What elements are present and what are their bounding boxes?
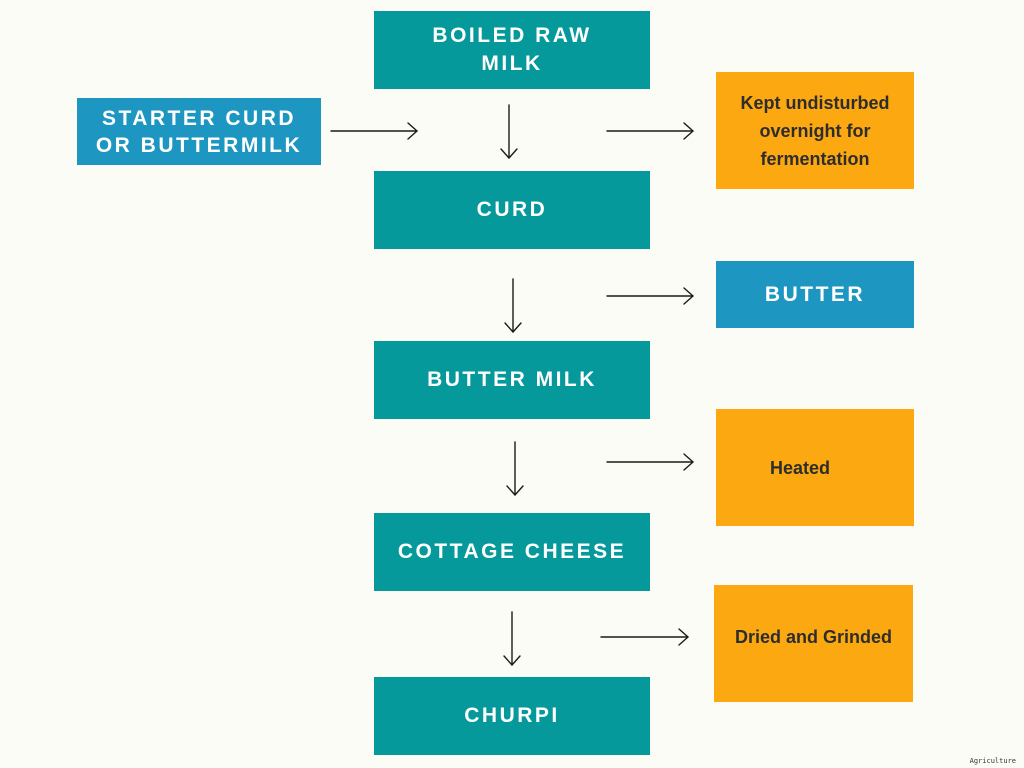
step-cottage-cheese-label: COTTAGE CHEESE: [397, 540, 627, 563]
note-fermentation-label: Kept undisturbed overnight for fermentat…: [740, 92, 890, 169]
note-heated: Heated: [716, 409, 914, 526]
watermark: Agriculture: [969, 757, 1016, 765]
arrow-right-to-butter: [606, 287, 694, 305]
step-churpi-label: CHURPI: [464, 704, 560, 727]
note-dried-grinded-label: Dried and Grinded: [734, 627, 893, 647]
arrow-down-curd-to-buttermilk: [504, 278, 522, 333]
note-dried-grinded: Dried and Grinded: [714, 585, 913, 702]
step-boiled-raw-milk-label: BOILED RAW MILK: [432, 24, 592, 75]
note-fermentation: Kept undisturbed overnight for fermentat…: [716, 72, 914, 189]
arrow-down-cheese-to-churpi: [503, 611, 521, 666]
step-curd-label: CURD: [476, 198, 548, 221]
input-starter-curd: STARTER CURD OR BUTTERMILK: [77, 98, 321, 165]
arrow-down-milk-to-curd: [500, 104, 518, 159]
input-starter-curd-label: STARTER CURD OR BUTTERMILK: [95, 106, 303, 157]
output-butter: BUTTER: [716, 261, 914, 328]
arrow-right-to-heated: [606, 453, 694, 471]
arrow-down-buttermilk-to-cheese: [506, 441, 524, 496]
step-curd: CURD: [374, 171, 650, 249]
step-cottage-cheese: COTTAGE CHEESE: [374, 513, 650, 591]
output-butter-label: BUTTER: [764, 283, 866, 306]
step-butter-milk: BUTTER MILK: [374, 341, 650, 419]
step-churpi: CHURPI: [374, 677, 650, 755]
arrow-right-to-fermentation: [606, 122, 694, 140]
note-heated-label: Heated: [770, 457, 831, 478]
arrow-right-to-dried: [600, 628, 689, 646]
arrow-right-starter-to-process: [330, 122, 418, 140]
step-butter-milk-label: BUTTER MILK: [427, 368, 597, 391]
step-boiled-raw-milk: BOILED RAW MILK: [374, 11, 650, 89]
